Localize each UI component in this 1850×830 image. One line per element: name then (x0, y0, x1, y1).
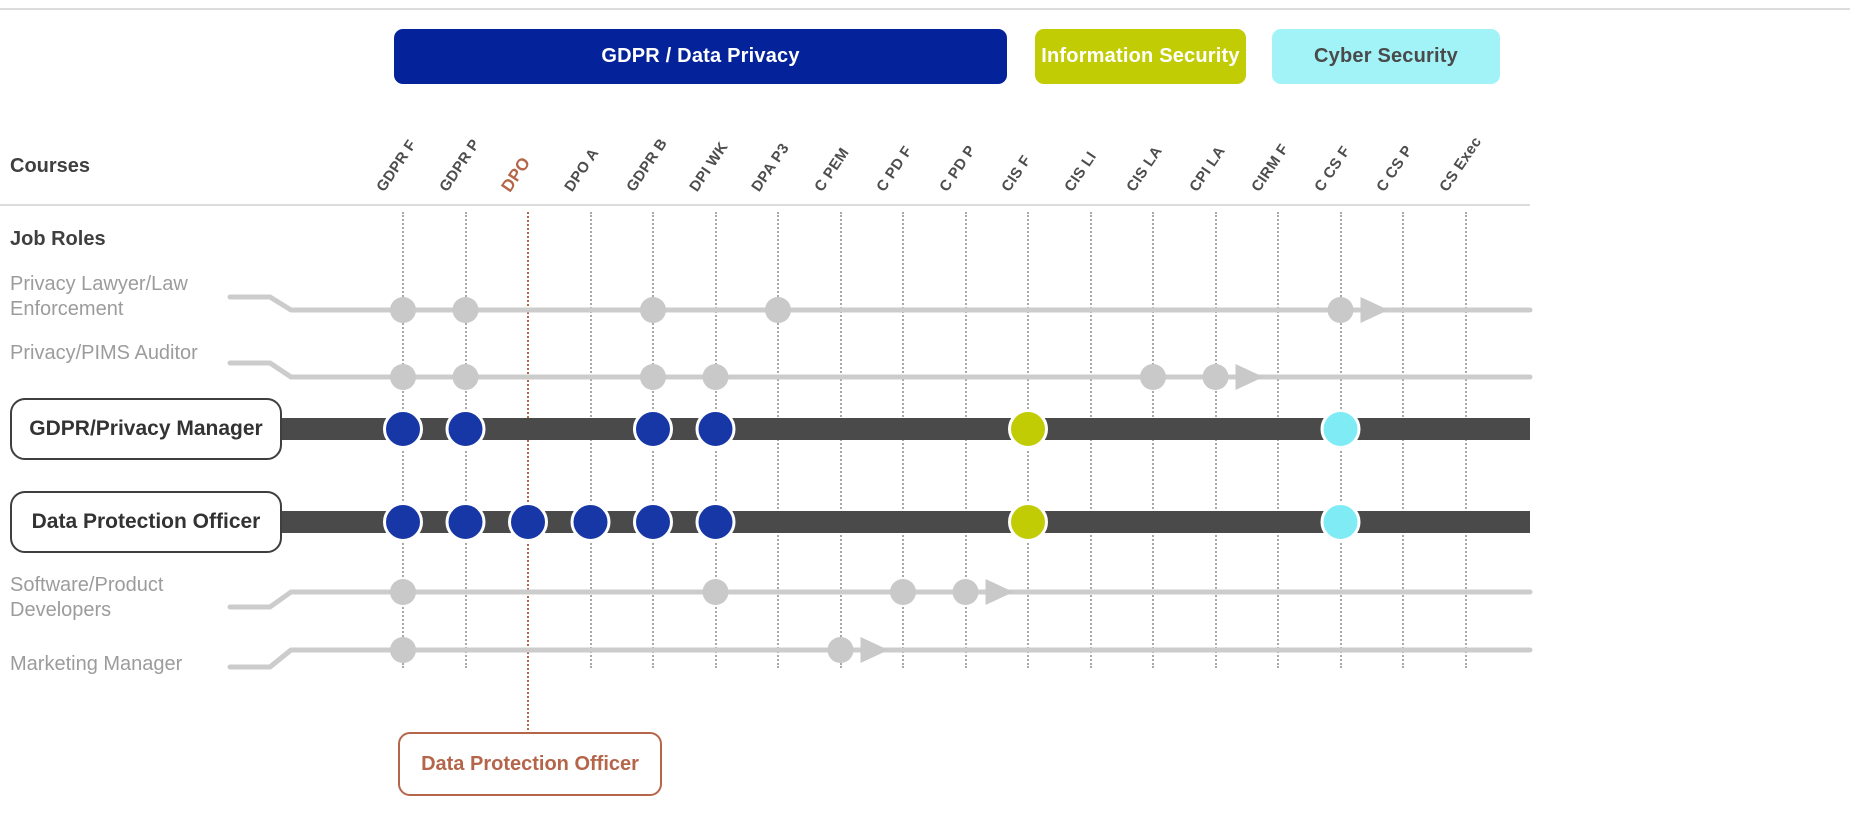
dpo-callout: Data Protection Officer (398, 732, 662, 796)
course-dot-gdpr-b[interactable] (640, 364, 666, 390)
course-dot-c-pd-p[interactable] (952, 579, 979, 605)
job-roles-heading: Job Roles (10, 228, 106, 250)
course-dot-dpa-p3[interactable] (765, 297, 791, 323)
job-role-box-gdpr-privacy-manager: GDPR/Privacy Manager (10, 398, 282, 460)
course-dot-dpi-wk[interactable] (695, 409, 736, 449)
continuation-arrow-icon (1360, 297, 1389, 323)
continuation-arrow-icon (985, 579, 1014, 605)
course-dot-cis-la[interactable] (1140, 364, 1166, 390)
course-dot-dpo[interactable] (508, 502, 548, 542)
course-dot-dpi-wk[interactable] (702, 579, 729, 605)
course-dot-gdpr-b[interactable] (633, 409, 673, 449)
course-dot-gdpr-f[interactable] (383, 409, 423, 449)
top-divider (0, 8, 1850, 10)
continuation-arrow-icon (860, 637, 889, 663)
course-dot-gdpr-f[interactable] (390, 579, 416, 605)
courses-divider (0, 204, 1530, 206)
job-role-label-marketing-manager: Marketing Manager (10, 653, 183, 675)
highlight-column-guide (527, 212, 529, 730)
job-role-box-data-protection-officer: Data Protection Officer (10, 491, 282, 553)
course-dot-gdpr-f[interactable] (390, 364, 416, 390)
category-cyber-security[interactable]: Cyber Security (1272, 29, 1500, 84)
course-dot-c-pd-f[interactable] (890, 579, 916, 605)
course-dot-gdpr-b[interactable] (633, 502, 673, 542)
course-dot-gdpr-p[interactable] (452, 297, 479, 323)
course-dot-cpi-la[interactable] (1202, 364, 1229, 390)
pathway-bar (280, 418, 1530, 440)
course-dot-c-cs-f[interactable] (1320, 502, 1361, 542)
course-dot-gdpr-f[interactable] (390, 637, 416, 663)
course-dot-c-pem[interactable] (827, 637, 854, 663)
course-dot-gdpr-f[interactable] (390, 297, 416, 323)
job-role-label-privacy-pims-auditor: Privacy/PIMS Auditor (10, 342, 198, 364)
course-dot-dpi-wk[interactable] (702, 364, 729, 390)
course-dot-c-cs-f[interactable] (1327, 297, 1354, 323)
category-information-security[interactable]: Information Security (1035, 29, 1246, 84)
course-dot-cis-f[interactable] (1008, 502, 1048, 542)
pathway-line (227, 294, 1533, 313)
course-dot-gdpr-b[interactable] (640, 297, 666, 323)
courses-heading: Courses (10, 155, 91, 177)
course-dot-gdpr-p[interactable] (445, 502, 486, 542)
course-dot-gdpr-p[interactable] (452, 364, 479, 390)
course-dot-c-cs-f[interactable] (1320, 409, 1361, 449)
course-dot-cis-f[interactable] (1008, 409, 1048, 449)
pathway-line (227, 589, 1533, 610)
course-dot-gdpr-f[interactable] (383, 502, 423, 542)
course-dot-gdpr-p[interactable] (445, 409, 486, 449)
pathway-line (227, 647, 1533, 670)
continuation-arrow-icon (1235, 364, 1264, 390)
course-dot-dpi-wk[interactable] (695, 502, 736, 542)
pathway-line (227, 360, 1533, 380)
course-dot-dpo-a[interactable] (570, 502, 611, 542)
category-gdpr-data-privacy[interactable]: GDPR / Data Privacy (394, 29, 1007, 84)
